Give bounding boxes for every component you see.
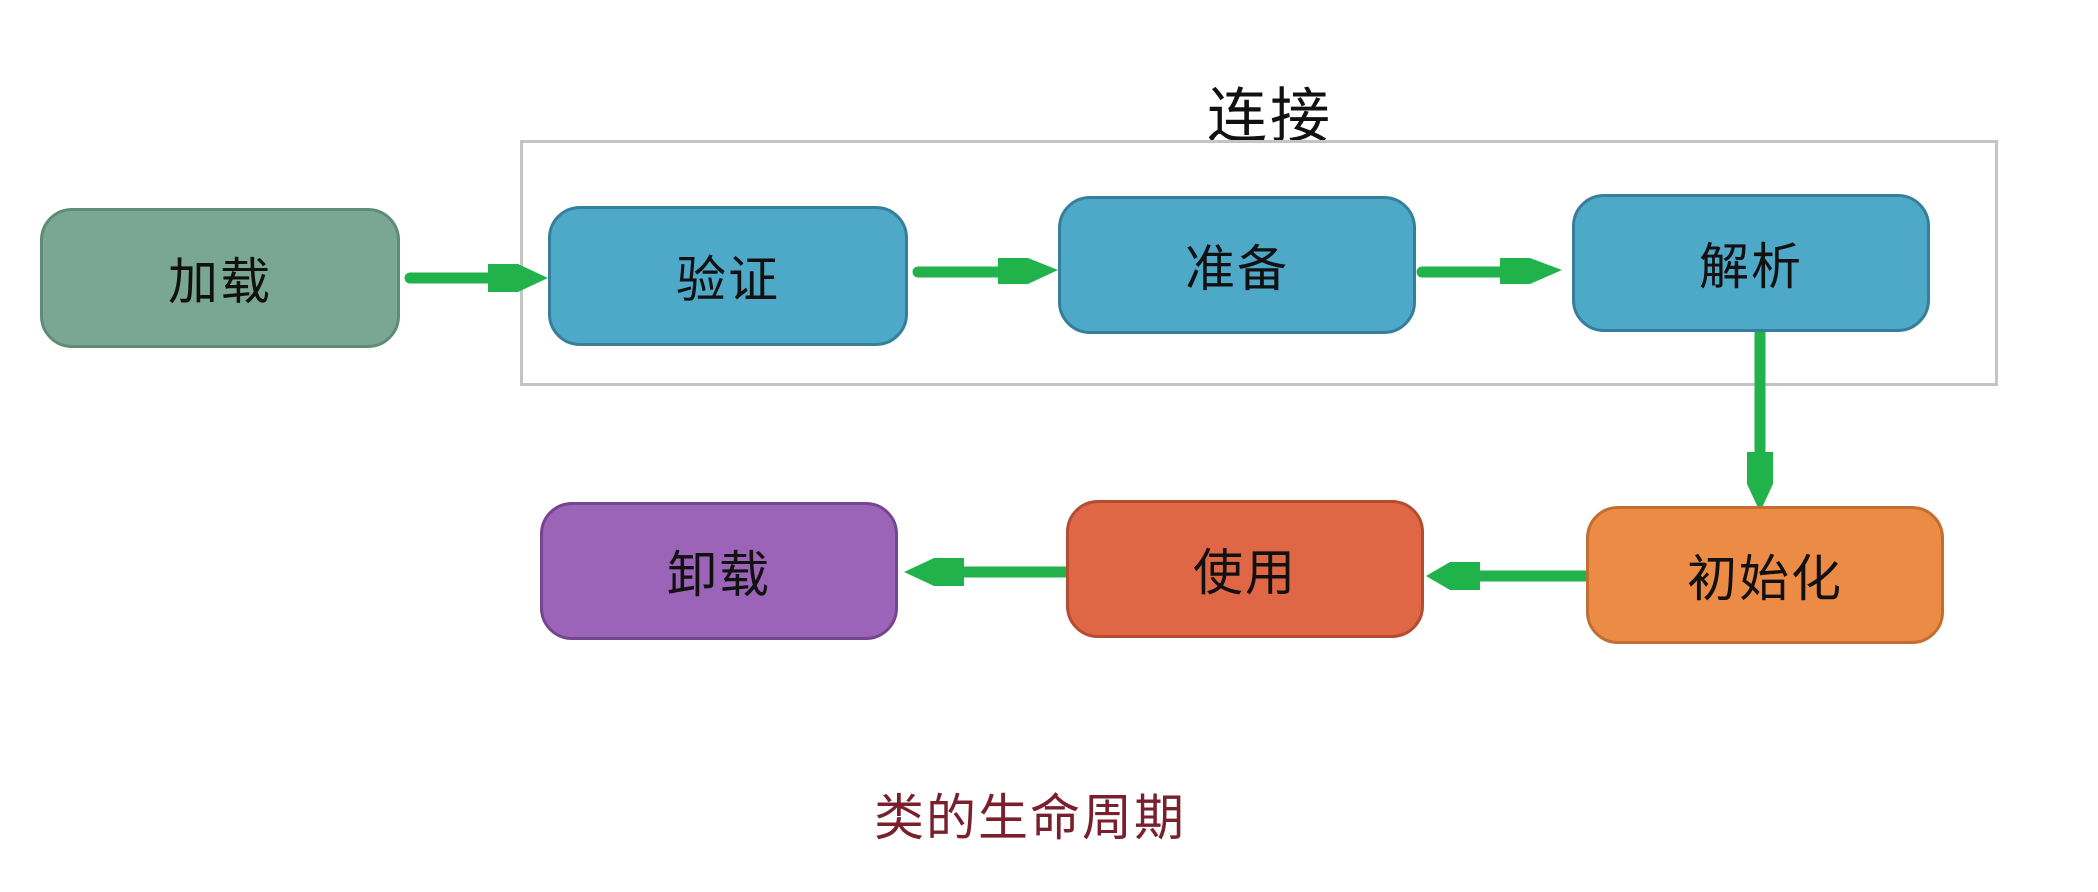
edge-use-to-unload [904,558,1072,586]
edge-load-to-verify [404,264,548,292]
edge-resolve-to-init [1747,326,1773,512]
node-init: 初始化 [1586,506,1944,644]
node-use: 使用 [1066,500,1424,638]
node-resolve: 解析 [1572,194,1930,332]
edge-verify-to-prepare [912,258,1058,284]
edge-init-to-use [1426,562,1592,590]
node-verify: 验证 [548,206,908,346]
edge-prepare-to-resolve [1416,258,1562,284]
diagram-caption: 类的生命周期 [874,789,1186,847]
node-prepare: 准备 [1058,196,1416,334]
node-unload: 卸载 [540,502,898,640]
node-load: 加载 [40,208,400,348]
linking-group-box [520,140,1998,386]
